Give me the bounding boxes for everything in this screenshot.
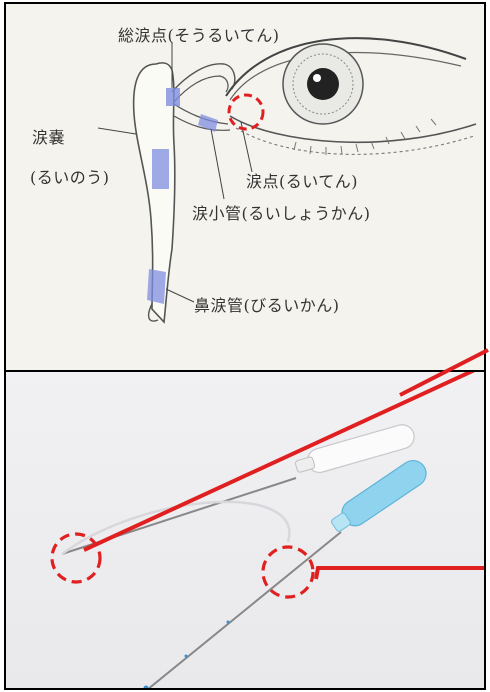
label-canaliculus: 涙小管(るいしょうかん) (192, 204, 371, 223)
label-lacrimal-punctum: 涙点(るいてん) (246, 172, 359, 191)
lacrimal-anatomy-drawing (97, 37, 477, 324)
canaliculus-lower-outline-inner (173, 115, 231, 131)
label-common-canaliculus: 総涙点(そうるいてん) (118, 26, 280, 45)
lacrimal-sac-highlight (152, 149, 169, 189)
probe-blue-tip (143, 685, 149, 688)
punctum-callout-circle (227, 93, 265, 131)
leader-lacrimal-sac (97, 127, 137, 135)
anatomy-illustration-panel: 総涙点(そうるいてん) 涙嚢 (るいのう) 涙点(るいてん) 涙小管(るいしょう… (4, 2, 486, 372)
probe-junction-callout-circle (261, 545, 315, 599)
nasolacrimal-duct-highlight (147, 269, 166, 304)
canaliculus-highlight (198, 114, 218, 132)
tube-loop (61, 500, 291, 556)
leader-canaliculus (210, 128, 225, 200)
callout-line-upper (83, 372, 476, 552)
blue-handle (331, 459, 427, 532)
canaliculus-upper-outline (171, 63, 236, 93)
eye-drawing (225, 37, 477, 155)
canaliculus-lower-outline (173, 103, 229, 125)
label-lacrimal-sac-reading: (るいのう) (30, 168, 110, 187)
tube-tip-callout-circle (50, 532, 102, 584)
canaliculus-upper-outline-inner (173, 75, 229, 103)
common-canaliculus-highlight (166, 88, 180, 106)
clear-handle (294, 424, 415, 474)
nasolacrimal-duct-outline (147, 303, 159, 322)
callout-line-lower (314, 566, 484, 580)
leader-nasolacrimal-duct (165, 288, 195, 303)
label-lacrimal-sac: 涙嚢 (32, 128, 66, 147)
label-nasolacrimal-duct: 鼻涙管(びるいかん) (194, 296, 340, 315)
probe-product-photo-panel (4, 370, 486, 690)
probe-tube-drawing (50, 372, 484, 688)
leader-punctum (240, 121, 253, 173)
lower-probe-wire (147, 531, 342, 688)
